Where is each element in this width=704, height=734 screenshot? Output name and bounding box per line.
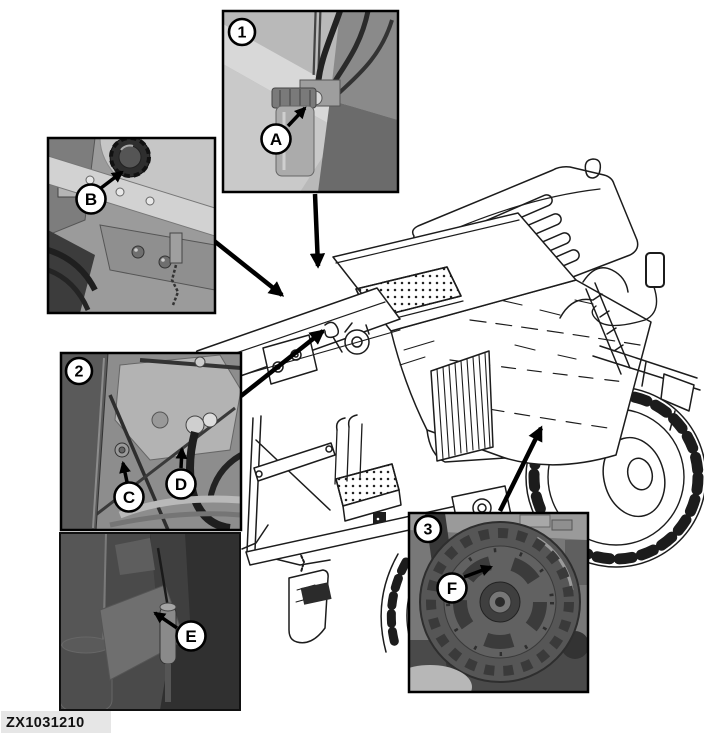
callout-c-arrow bbox=[119, 460, 131, 483]
arrow-inset2-to-machine bbox=[239, 329, 326, 398]
callout-e-circle bbox=[175, 620, 207, 652]
inset-3-number: 3 bbox=[424, 522, 433, 539]
mirror bbox=[591, 252, 665, 327]
callout-d-label: D bbox=[175, 475, 187, 494]
inset-2-border bbox=[59, 351, 243, 532]
rear-fender bbox=[592, 345, 701, 431]
figure-code: ZX1031210 bbox=[6, 715, 85, 731]
inset-b-photo bbox=[48, 138, 215, 313]
figure-code-highlight bbox=[1, 711, 111, 733]
callout-e-label: E bbox=[185, 627, 196, 646]
inset-1-number-circle bbox=[227, 17, 257, 47]
callout-d: D bbox=[165, 446, 197, 500]
callout-e-arrow bbox=[153, 611, 178, 630]
inset-b: B bbox=[46, 136, 217, 315]
callout-f-circle bbox=[436, 572, 468, 604]
callout-a: A bbox=[260, 106, 307, 155]
callout-f-label: F bbox=[447, 579, 457, 598]
inset-e: E bbox=[59, 532, 241, 711]
inset-2-photo bbox=[61, 353, 241, 530]
inset-2-number: 2 bbox=[75, 364, 84, 381]
inset-1-number: 1 bbox=[238, 25, 247, 42]
inset-1-photo bbox=[223, 11, 398, 192]
callout-f: F bbox=[436, 564, 494, 604]
arrow-inset3-to-machine bbox=[497, 425, 544, 512]
callout-a-circle bbox=[260, 123, 292, 155]
inset-3: F 3 bbox=[407, 511, 590, 694]
callout-a-arrow bbox=[286, 106, 307, 128]
inset-b-border bbox=[46, 136, 217, 315]
inset-2: C D 2 bbox=[59, 351, 243, 532]
inset-1: A 1 bbox=[221, 9, 400, 194]
louver-grille bbox=[430, 350, 494, 462]
arrow-insetB-to-machine bbox=[211, 238, 285, 297]
callout-b-arrow bbox=[99, 170, 124, 190]
antenna-icon bbox=[584, 158, 602, 179]
inset-e-photo bbox=[60, 533, 240, 710]
callout-b-circle bbox=[75, 183, 107, 215]
callout-b: B bbox=[75, 170, 124, 215]
callout-a-label: A bbox=[270, 130, 282, 149]
inset-1-border bbox=[221, 9, 400, 194]
callout-c-circle bbox=[113, 481, 145, 513]
callout-d-arrow bbox=[175, 446, 188, 469]
callout-b-label: B bbox=[85, 190, 97, 209]
inset-3-number-circle bbox=[413, 514, 443, 544]
arrow-inset1-to-machine bbox=[309, 193, 326, 269]
inset-3-photo bbox=[409, 513, 588, 692]
inset-3-border bbox=[407, 511, 590, 694]
callout-c: C bbox=[113, 460, 145, 513]
callout-d-circle bbox=[165, 468, 197, 500]
inset-pointer-arrows bbox=[211, 193, 544, 512]
inset-e-border bbox=[59, 532, 241, 711]
callout-f-arrow bbox=[463, 564, 494, 579]
figure-code-block: ZX1031210 bbox=[1, 711, 111, 733]
header-frame bbox=[241, 415, 336, 644]
callout-c-label: C bbox=[123, 488, 135, 507]
inset-2-number-circle bbox=[64, 356, 94, 386]
combine-line-drawing bbox=[192, 158, 704, 653]
callout-e: E bbox=[153, 611, 207, 652]
